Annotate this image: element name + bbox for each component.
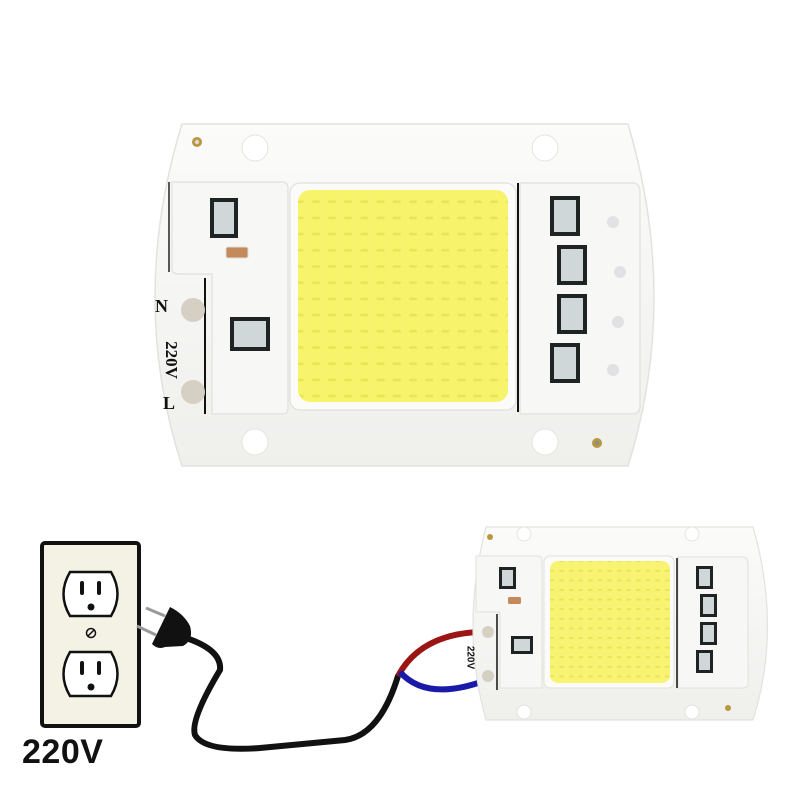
mounting-hole-icon <box>241 134 269 162</box>
voltage-label-small: 220V <box>464 645 476 670</box>
via-icon <box>194 139 200 145</box>
live-wire <box>395 629 479 678</box>
smd-shadows <box>607 216 626 376</box>
power-plug <box>136 606 192 648</box>
terminal-label-n: N <box>155 296 168 316</box>
terminal-pad-l <box>181 380 205 404</box>
mounting-hole-icon <box>531 428 559 456</box>
outlet-receptacle-icon <box>62 650 119 698</box>
mounting-hole-icon <box>241 428 269 456</box>
cob-module-small <box>472 526 769 721</box>
voltage-label-large: 220V <box>162 341 181 379</box>
mounting-hole-icon <box>531 134 559 162</box>
led-array-large <box>298 190 508 402</box>
driver-ic-face <box>234 321 266 347</box>
outlet-voltage-label: 220V <box>22 733 104 771</box>
neutral-wire <box>397 669 479 693</box>
driver-ic-column <box>550 196 587 383</box>
smd-resistor <box>225 246 249 259</box>
driver-ic-face <box>214 202 234 234</box>
terminal-label-l: L <box>163 393 176 413</box>
led-array-small <box>550 561 670 683</box>
plug-icon <box>152 607 192 648</box>
cob-module-large <box>154 123 655 467</box>
terminal-pad-n <box>181 298 205 322</box>
wall-outlet <box>40 541 141 728</box>
power-cord <box>183 635 401 752</box>
via-icon <box>594 440 600 446</box>
driver-block-left <box>171 181 289 415</box>
screw-icon <box>85 627 97 639</box>
outlet-receptacle-icon <box>62 570 119 618</box>
